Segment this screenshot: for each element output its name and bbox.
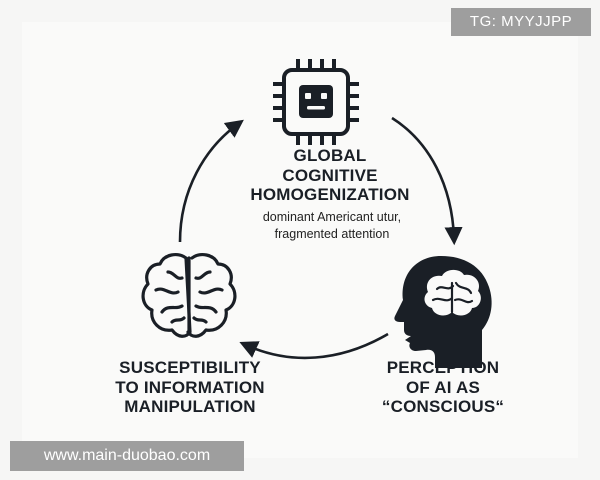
arrow-left-to-top [178,119,244,243]
top-node-title-line: HOMOGENIZATION [250,185,410,205]
top-node-title: GLOBAL COGNITIVE HOMOGENIZATION [230,146,430,205]
right-node-title-line: PERCEPTION [386,358,500,377]
top-node-subtitle-line: dominant Americant utur, [262,210,402,224]
head-brain-icon [394,256,492,368]
left-node-title-line: MANIPULATION [124,397,256,417]
right-node-title: PERCEPTION OF AI AS “CONSCIOUS“ [378,358,508,417]
top-node-title-line: GLOBAL [293,146,367,165]
brain-icon [141,253,237,338]
left-node-title: SUSCEPTIBILITY TO INFORMATION MANIPULATI… [96,358,284,417]
top-node-subtitle: dominant Americant utur, fragmented atte… [226,209,438,243]
watermark-top-right: TG: MYYJJPP [451,8,591,36]
watermark-bottom-left: www.main-duobao.com [10,441,244,471]
arrow-right-to-left [239,332,389,360]
right-node-title-line: OF AI AS [405,377,480,397]
top-node-title-line: COGNITIVE [282,165,378,185]
top-node-subtitle-line: fragmented attention [274,226,390,241]
chip-robot-icon [273,59,359,145]
arrow-top-to-right [391,116,463,246]
left-node-title-line: TO INFORMATION [115,377,265,397]
left-node-title-line: SUSCEPTIBILITY [119,358,261,377]
right-node-title-line: “CONSCIOUS“ [381,397,505,417]
